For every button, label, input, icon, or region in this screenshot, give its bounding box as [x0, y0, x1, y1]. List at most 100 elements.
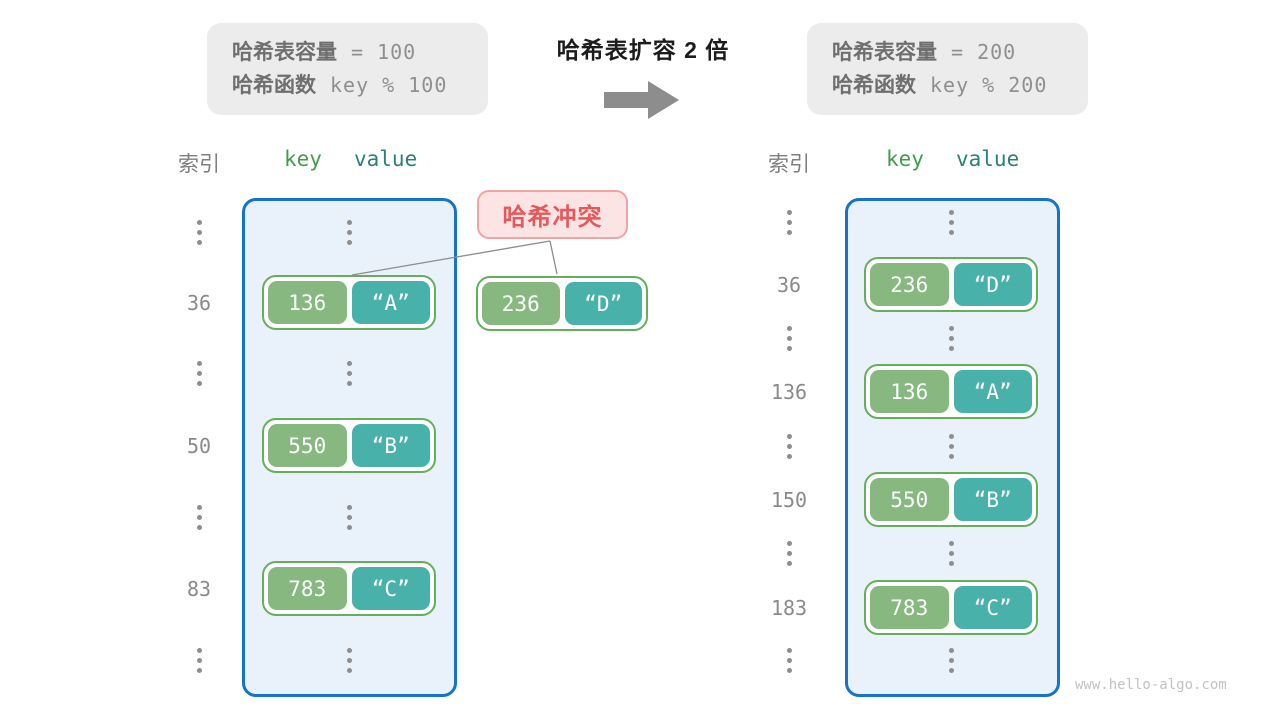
diagram-title: 哈希表扩容 2 倍 — [556, 37, 730, 63]
ellipsis-dot — [948, 541, 954, 546]
index-ellipsis — [196, 648, 202, 673]
ellipsis-dot — [948, 561, 954, 566]
capacity-line: 哈希表容量 = 200 — [832, 36, 1088, 69]
ellipsis-dot — [346, 371, 352, 376]
index-ellipsis — [786, 326, 792, 351]
ellipsis-dot — [948, 220, 954, 225]
bucket-ellipsis — [346, 361, 352, 386]
ellipsis-dot — [196, 658, 202, 663]
value-cell: “A” — [351, 281, 430, 324]
index-ellipsis — [196, 361, 202, 386]
ellipsis-dot — [786, 230, 792, 235]
key-cell: 236 — [870, 263, 949, 306]
ellipsis-dot — [786, 210, 792, 215]
ellipsis-dot — [196, 230, 202, 235]
ellipsis-dot — [948, 551, 954, 556]
ellipsis-dot — [786, 434, 792, 439]
key-cell: 783 — [268, 567, 347, 610]
value-cell: “C” — [953, 586, 1032, 629]
key-column-header: key — [886, 147, 924, 171]
capacity-value: = 100 — [351, 40, 417, 64]
hash-function-label: 哈希函数 — [232, 74, 316, 97]
ellipsis-dot — [786, 326, 792, 331]
index-ellipsis — [786, 210, 792, 235]
ellipsis-dot — [196, 220, 202, 225]
ellipsis-dot — [196, 381, 202, 386]
ellipsis-dot — [948, 434, 954, 439]
bucket-ellipsis — [948, 210, 954, 235]
index-label: 150 — [770, 488, 808, 512]
index-column-header: 索引 — [768, 153, 810, 176]
key-cell: 783 — [870, 586, 949, 629]
capacity-label: 哈希表容量 — [232, 41, 337, 64]
index-label: 36 — [186, 291, 212, 315]
kv-pair: 136“A” — [262, 275, 436, 330]
index-ellipsis — [196, 505, 202, 530]
key-column-header: key — [284, 147, 322, 171]
value-cell: “D” — [953, 263, 1032, 306]
ellipsis-dot — [346, 648, 352, 653]
connector-line — [549, 240, 558, 275]
ellipsis-dot — [196, 361, 202, 366]
ellipsis-dot — [346, 220, 352, 225]
ellipsis-dot — [786, 648, 792, 653]
hash-function-value: key % 100 — [330, 73, 448, 97]
ellipsis-dot — [786, 551, 792, 556]
value-cell: “B” — [953, 478, 1032, 521]
bucket-ellipsis — [346, 220, 352, 245]
ellipsis-dot — [346, 668, 352, 673]
hash-function-line: 哈希函数 key % 100 — [232, 69, 488, 102]
capacity-value: = 200 — [951, 40, 1017, 64]
ellipsis-dot — [196, 525, 202, 530]
ellipsis-dot — [786, 454, 792, 459]
hash-function-label: 哈希函数 — [832, 74, 916, 97]
value-cell: “C” — [351, 567, 430, 610]
index-label: 183 — [770, 596, 808, 620]
ellipsis-dot — [948, 210, 954, 215]
ellipsis-dot — [948, 326, 954, 331]
value-column-header: value — [354, 147, 418, 171]
capacity-label: 哈希表容量 — [832, 41, 937, 64]
value-column-header: value — [956, 147, 1020, 171]
ellipsis-dot — [948, 648, 954, 653]
key-cell: 550 — [870, 478, 949, 521]
value-cell: “B” — [351, 424, 430, 467]
value-cell: “A” — [953, 370, 1032, 413]
index-ellipsis — [786, 541, 792, 566]
bucket-ellipsis — [948, 648, 954, 673]
ellipsis-dot — [786, 220, 792, 225]
kv-pair: 550“B” — [864, 472, 1038, 527]
ellipsis-dot — [346, 240, 352, 245]
key-cell: 136 — [268, 281, 347, 324]
index-label: 50 — [186, 434, 212, 458]
bucket-ellipsis — [346, 505, 352, 530]
kv-pair: 783“C” — [864, 580, 1038, 635]
ellipsis-dot — [346, 658, 352, 663]
ellipsis-dot — [948, 454, 954, 459]
bucket-ellipsis — [948, 326, 954, 351]
note-box-before: 哈希表容量 = 100 哈希函数 key % 100 — [207, 23, 488, 115]
watermark: www.hello-algo.com — [1075, 677, 1227, 693]
kv-pair: 136“A” — [864, 364, 1038, 419]
ellipsis-dot — [948, 230, 954, 235]
ellipsis-dot — [196, 668, 202, 673]
index-label: 83 — [186, 577, 212, 601]
key-cell: 236 — [482, 282, 560, 325]
ellipsis-dot — [948, 346, 954, 351]
ellipsis-dot — [346, 515, 352, 520]
key-cell: 550 — [268, 424, 347, 467]
ellipsis-dot — [948, 658, 954, 663]
ellipsis-dot — [786, 668, 792, 673]
hash-collision-callout: 哈希冲突 — [477, 190, 628, 239]
bucket-ellipsis — [346, 648, 352, 673]
index-ellipsis — [786, 434, 792, 459]
ellipsis-dot — [346, 230, 352, 235]
ellipsis-dot — [948, 668, 954, 673]
capacity-line: 哈希表容量 = 100 — [232, 36, 488, 69]
ellipsis-dot — [196, 648, 202, 653]
ellipsis-dot — [196, 371, 202, 376]
ellipsis-dot — [346, 381, 352, 386]
